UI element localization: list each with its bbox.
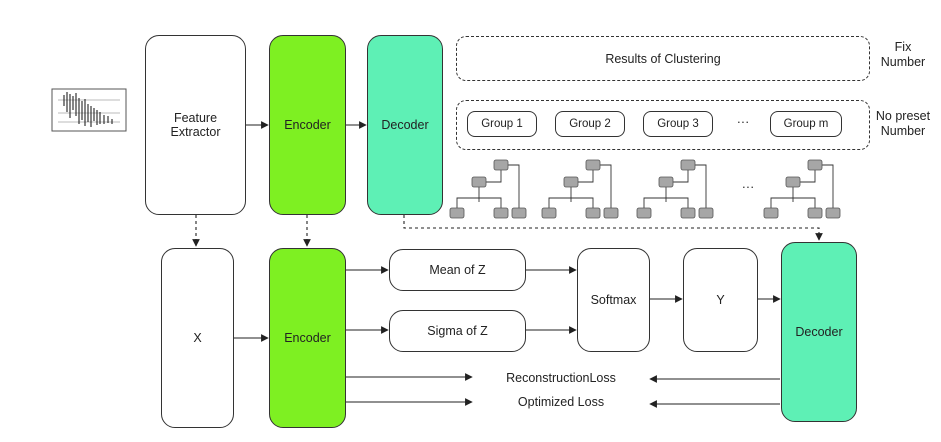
x-block: X (161, 248, 234, 428)
tree-node (763, 207, 779, 219)
tree-node (471, 176, 487, 188)
tree-node (680, 207, 696, 219)
tree-edge (486, 170, 502, 183)
tree-edge (643, 187, 667, 208)
tree-node (807, 159, 823, 171)
tree-edge (548, 187, 572, 208)
tree-node (585, 159, 601, 171)
tree-edge (770, 187, 794, 208)
feature-extractor-block: Feature Extractor (145, 35, 246, 215)
optimized-loss-label: Optimized Loss (517, 395, 605, 409)
fix-number-label: Fix Number (880, 40, 926, 69)
tree-edge (600, 164, 612, 208)
tree-node (563, 176, 579, 188)
tree-node (541, 207, 557, 219)
feature-extractor-label: Feature Extractor (170, 111, 221, 139)
tree-edge (800, 170, 816, 183)
tree-edge (479, 197, 502, 208)
tree-ellipsis: ··· (741, 180, 755, 194)
mean-of-z-label: Mean of Z (429, 263, 486, 277)
tree-node (449, 207, 465, 219)
x-label: X (193, 331, 202, 345)
cluster-trees (449, 159, 841, 219)
tree-node (698, 207, 714, 219)
group-box: Group 1 (467, 111, 537, 137)
tree-node (825, 207, 841, 219)
decoder-bottom-block: Decoder (781, 242, 857, 422)
tree-node (511, 207, 527, 219)
waveform-icon (51, 88, 127, 132)
tree-node (680, 159, 696, 171)
y-block: Y (683, 248, 758, 352)
decoder-bottom-label: Decoder (795, 325, 843, 339)
encoder-bottom-label: Encoder (284, 331, 331, 345)
tree-node (493, 159, 509, 171)
tree-edge (571, 197, 594, 208)
tree-node (636, 207, 652, 219)
mean-of-z-block: Mean of Z (389, 249, 526, 291)
group-box: Group m (770, 111, 842, 137)
encoder-top-label: Encoder (284, 118, 331, 132)
results-of-clustering-panel: Results of Clustering (456, 36, 870, 81)
decoder-top-block: Decoder (367, 35, 443, 215)
tree-edge (695, 164, 707, 208)
group-ellipsis: ··· (736, 115, 750, 129)
sigma-of-z-block: Sigma of Z (389, 310, 526, 352)
tree-edge (793, 197, 816, 208)
y-label: Y (716, 293, 725, 307)
decoder-top-label: Decoder (381, 118, 429, 132)
tree-node (785, 176, 801, 188)
tree-node (658, 176, 674, 188)
sigma-of-z-label: Sigma of Z (427, 324, 488, 338)
reconstruction-loss-label: ReconstructionLoss (506, 371, 616, 385)
tree-node (585, 207, 601, 219)
group-box: Group 3 (643, 111, 713, 137)
softmax-label: Softmax (590, 293, 637, 307)
results-of-clustering-label: Results of Clustering (605, 51, 721, 66)
tree-edge (578, 170, 594, 183)
group-box: Group 2 (555, 111, 625, 137)
no-preset-number-label: No preset Number (875, 109, 931, 138)
tree-node (493, 207, 509, 219)
tree-edge (508, 164, 520, 208)
tree-node (807, 207, 823, 219)
tree-edge (673, 170, 689, 183)
tree-edge (456, 187, 480, 208)
tree-edge (822, 164, 834, 208)
tree-node (603, 207, 619, 219)
encoder-bottom-block: Encoder (269, 248, 346, 428)
group-panel (456, 100, 870, 150)
tree-edge (666, 197, 689, 208)
encoder-top-block: Encoder (269, 35, 346, 215)
softmax-block: Softmax (577, 248, 650, 352)
